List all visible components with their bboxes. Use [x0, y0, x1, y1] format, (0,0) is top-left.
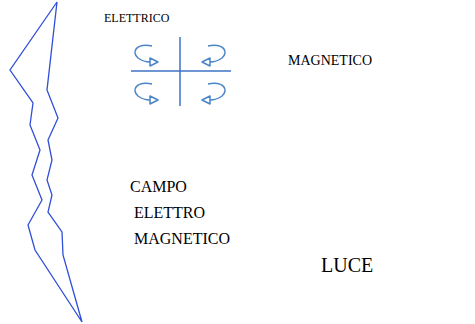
lightning-bolt — [10, 2, 82, 322]
title-line: CAMPO — [130, 178, 187, 196]
field-axis-horizontal — [131, 70, 231, 72]
subject-label: LUCE — [321, 254, 373, 276]
field-label: ELETTRICO — [104, 12, 169, 25]
rotation-arrows — [135, 45, 225, 104]
field-label: MAGNETICO — [288, 53, 372, 68]
title-line: ELETTRO — [134, 204, 205, 222]
title-line: MAGNETICO — [134, 230, 230, 248]
